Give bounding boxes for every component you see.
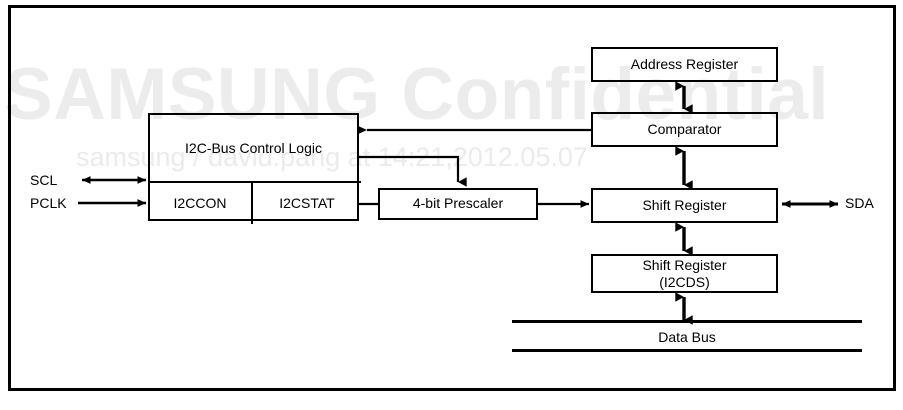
block-i2ccon[interactable]: I2CCON <box>149 181 253 224</box>
block-i2cstat[interactable]: I2CSTAT <box>253 181 361 224</box>
pin-label-scl: SCL <box>30 172 58 188</box>
block-shift-register[interactable]: Shift Register <box>591 188 778 223</box>
block-control-logic[interactable]: I2C-Bus Control Logic I2CCON I2CSTAT <box>148 113 361 224</box>
block-prescaler-label: 4-bit Prescaler <box>412 195 504 212</box>
block-shift-register-i2cds[interactable]: Shift Register (I2CDS) <box>591 254 778 293</box>
block-address-register-label: Address Register <box>630 55 739 72</box>
block-shift-register-label: Shift Register <box>642 196 727 213</box>
block-data-bus-label: Data Bus <box>658 328 716 345</box>
block-comparator-label: Comparator <box>647 120 722 137</box>
pin-label-pclk: PCLK <box>30 195 67 211</box>
diagram-outer-frame <box>8 5 896 391</box>
connector-control-logic-to-prescaler <box>359 155 467 187</box>
pin-label-sda: SDA <box>845 195 874 211</box>
block-prescaler[interactable]: 4-bit Prescaler <box>378 188 538 220</box>
block-data-bus[interactable]: Data Bus <box>512 320 862 352</box>
data-bus-line-bottom <box>512 349 862 352</box>
block-i2cstat-label: I2CSTAT <box>279 194 335 211</box>
block-i2ccon-label: I2CCON <box>173 194 227 211</box>
block-comparator[interactable]: Comparator <box>591 112 778 147</box>
block-address-register[interactable]: Address Register <box>591 47 778 82</box>
block-shift-register-i2cds-label-line2: (I2CDS) <box>659 273 710 290</box>
block-shift-register-i2cds-label-line1: Shift Register <box>642 256 727 273</box>
block-control-logic-label: I2C-Bus Control Logic <box>185 139 322 156</box>
data-bus-line-top <box>512 320 862 323</box>
